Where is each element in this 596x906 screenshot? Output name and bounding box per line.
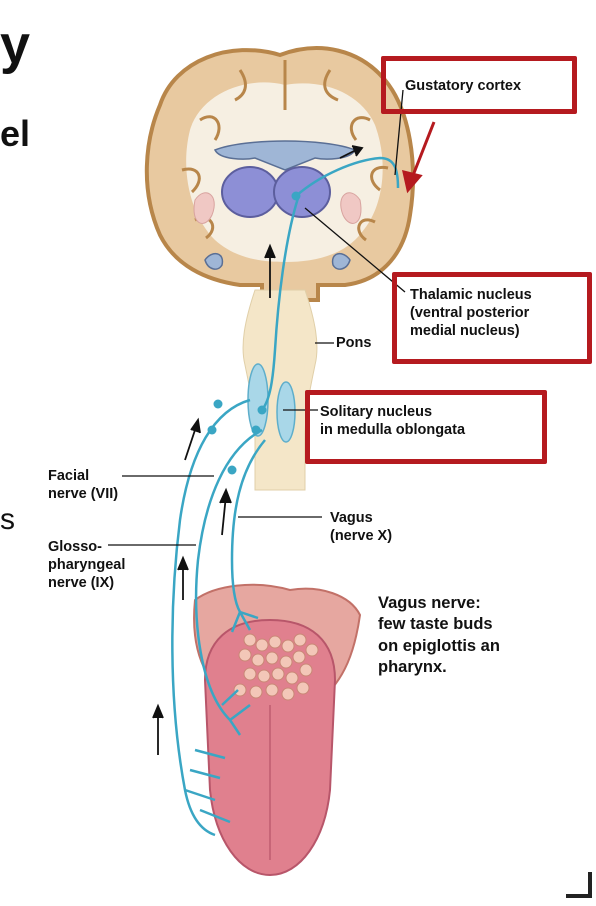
- slide-side-fragment: s: [0, 503, 15, 536]
- vagus-nerve-note: Vagus nerve: few taste buds on epiglotti…: [378, 594, 500, 677]
- brain-section: [144, 46, 415, 302]
- label-pons: Pons: [336, 335, 372, 351]
- nerve-pathways: [171, 156, 400, 837]
- lateral-ventricles: [213, 140, 357, 171]
- label-facial-nerve: Facial nerve (VII): [48, 468, 119, 503]
- slide-subtitle-fragment: el: [0, 113, 31, 154]
- label-vagus: Vagus (nerve X): [330, 510, 393, 545]
- label-gustatory-cortex: Gustatory cortex: [405, 78, 522, 94]
- thalamus-left: [221, 166, 279, 218]
- signal-direction-arrows: [152, 145, 364, 755]
- label-glossopharyngeal-nerve: Glosso- pharyngeal nerve (IX): [48, 539, 126, 592]
- gustatory-cortex-highlight: [381, 56, 577, 114]
- tongue: [193, 583, 362, 877]
- label-thalamic-nucleus: Thalamic nucleus (ventral posterior medi…: [410, 287, 532, 340]
- highlight-arrow: [402, 121, 436, 194]
- solitary-nucleus-highlight: [305, 390, 547, 464]
- cortical-folds: [181, 60, 389, 242]
- thalamic-nucleus-highlight: [392, 272, 592, 364]
- slide-title-fragment: y: [0, 15, 31, 75]
- label-leader-lines: [108, 89, 406, 546]
- label-solitary-nucleus: Solitary nucleus in medulla oblongata: [320, 404, 466, 439]
